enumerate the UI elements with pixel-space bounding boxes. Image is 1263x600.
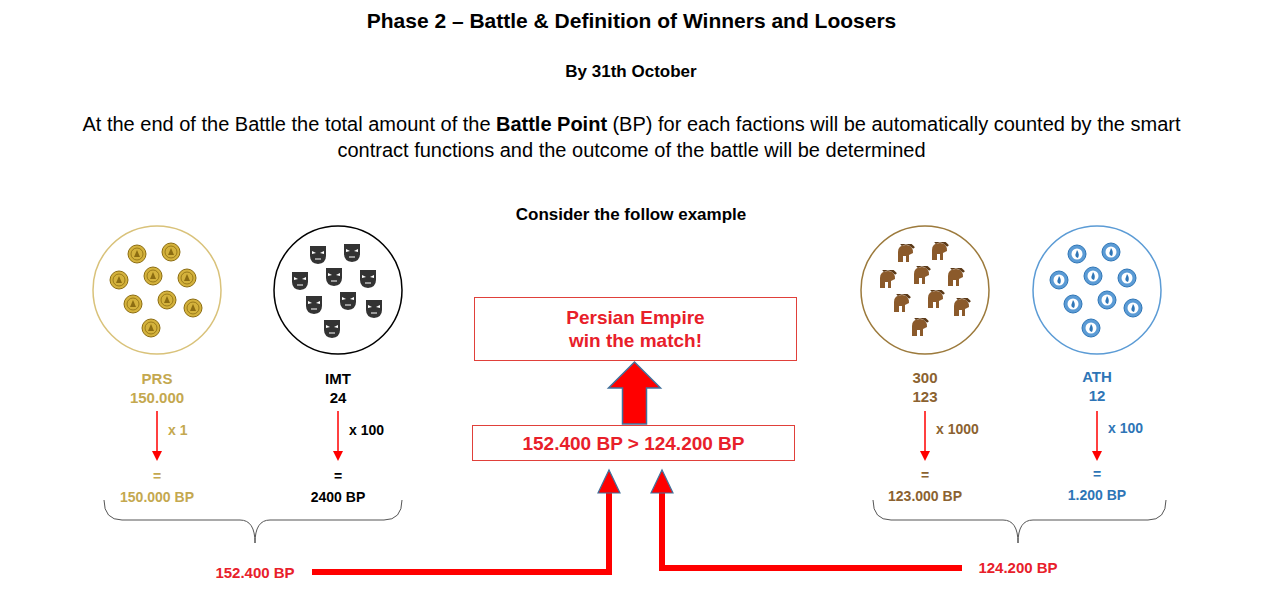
faction-name: IMT (325, 370, 351, 388)
paragraph-text: At the end of the Battle the total amoun… (82, 113, 490, 135)
battle-points: 2400 BP (311, 489, 365, 506)
box-text: 152.400 BP > 124.200 BP (522, 432, 744, 455)
result-box: Persian Empire win the match! (474, 297, 797, 361)
subtitle: By 31th October (565, 62, 696, 82)
faction-name: PRS (142, 370, 173, 388)
multiplier: x 100 (1108, 420, 1143, 437)
token-amount: 150.000 (130, 389, 184, 407)
multiplier: x 1 (168, 422, 187, 439)
comparison-box: 152.400 BP > 124.200 BP (472, 425, 795, 461)
battle-points: 123.000 BP (888, 488, 962, 505)
equals-sign: = (153, 468, 161, 485)
example-heading: Consider the follow example (516, 205, 747, 225)
block-arrow (609, 362, 661, 424)
equals-sign: = (334, 468, 342, 485)
box-text: Persian Empire win the match! (556, 306, 716, 352)
multiplier: x 1000 (936, 421, 979, 438)
description-paragraph: At the end of the Battle the total amoun… (60, 111, 1203, 163)
faction-name: 300 (912, 369, 937, 387)
token-amount: 24 (330, 389, 347, 407)
battle-points: 1.200 BP (1068, 487, 1126, 504)
total-points: 152.400 BP (215, 564, 294, 582)
faction-name: ATH (1082, 368, 1112, 386)
equals-sign: = (921, 467, 929, 484)
battle-points: 150.000 BP (120, 489, 194, 506)
bold-term: Battle Point (496, 113, 607, 135)
token-amount: 123 (912, 388, 937, 406)
equals-sign: = (1093, 466, 1101, 483)
multiplier: x 100 (349, 422, 384, 439)
title: Phase 2 – Battle & Definition of Winners… (0, 9, 1263, 33)
total-points: 124.200 BP (978, 559, 1057, 577)
token-amount: 12 (1089, 387, 1106, 405)
